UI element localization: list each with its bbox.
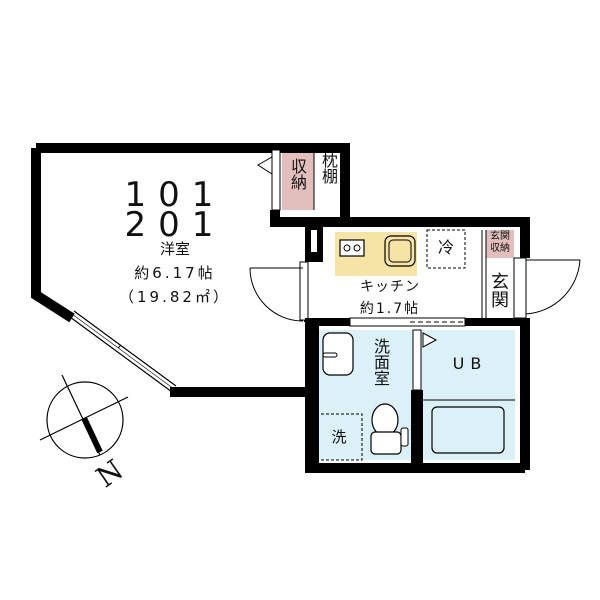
kitchen-name: キッチン xyxy=(360,279,420,295)
washroom-label: 洗面室 xyxy=(371,338,390,386)
storage-fill xyxy=(282,150,314,210)
pillow-shelf-label: 枕棚 xyxy=(319,152,338,184)
unit-number-201: 201 xyxy=(124,205,226,245)
unit-bath-fill xyxy=(420,330,515,460)
bathtub-icon xyxy=(431,406,505,454)
fridge-label: 冷 xyxy=(437,238,454,257)
washer-label: 洗 xyxy=(331,428,347,446)
stove-icon xyxy=(339,239,365,257)
sink-icon xyxy=(384,235,416,267)
entrance-storage-label: 玄関収納 xyxy=(490,231,510,254)
storage-label: 収納 xyxy=(288,158,307,190)
kitchen-size: 約1.7帖 xyxy=(359,301,421,317)
entrance-storage-fill xyxy=(486,230,514,258)
unit-number-101: 101 xyxy=(124,175,226,215)
toilet-icon xyxy=(371,403,399,437)
entrance-label: 玄関 xyxy=(488,272,509,308)
compass-icon xyxy=(46,381,124,459)
unit-bath-label: UB xyxy=(452,354,488,373)
western-room-area: （19.82㎡） xyxy=(119,288,231,306)
fridge-space xyxy=(426,229,466,269)
western-room-size: 約6.17帖 xyxy=(134,264,216,282)
western-room-name: 洋室 xyxy=(159,240,190,258)
